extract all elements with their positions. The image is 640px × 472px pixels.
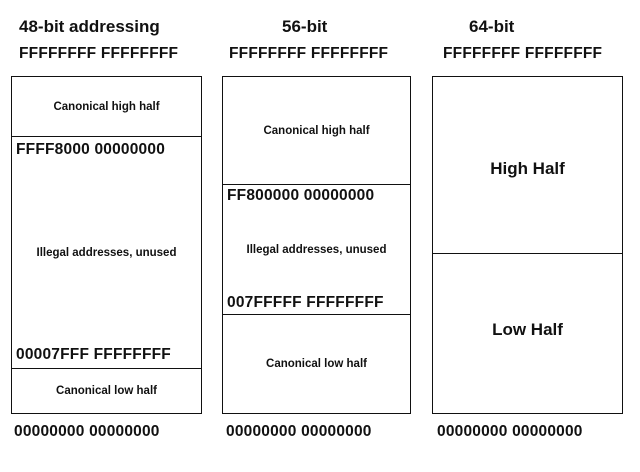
address-space-56bit: Canonical high half FF800000 00000000 Il… bbox=[222, 76, 411, 414]
region-label: Canonical high half bbox=[53, 100, 160, 113]
region-label: Illegal addresses, unused bbox=[246, 243, 387, 256]
bottom-address-64bit: 00000000 00000000 bbox=[437, 423, 583, 440]
region-canonical-high-48bit: Canonical high half bbox=[12, 77, 201, 136]
boundary-address-high-56bit: FF800000 00000000 bbox=[227, 187, 375, 204]
top-address-64bit: FFFFFFFF FFFFFFFF bbox=[443, 45, 603, 62]
region-label: Canonical low half bbox=[266, 357, 367, 370]
region-label: High Half bbox=[490, 159, 565, 178]
region-canonical-low-48bit: Canonical low half bbox=[12, 368, 201, 412]
bottom-address-56bit: 00000000 00000000 bbox=[226, 423, 372, 440]
region-label: Illegal addresses, unused bbox=[36, 246, 177, 259]
column-title-64bit: 64-bit bbox=[469, 17, 515, 36]
region-canonical-high-56bit: Canonical high half bbox=[223, 77, 410, 184]
region-label: Low Half bbox=[492, 320, 563, 339]
boundary-address-low-56bit: 007FFFFF FFFFFFFF bbox=[227, 294, 384, 311]
top-address-48bit: FFFFFFFF FFFFFFFF bbox=[19, 45, 179, 62]
region-label: Canonical low half bbox=[56, 384, 157, 397]
region-illegal-56bit: FF800000 00000000 Illegal addresses, unu… bbox=[223, 184, 410, 314]
boundary-address-low-48bit: 00007FFF FFFFFFFF bbox=[16, 346, 171, 363]
column-title-48bit: 48-bit addressing bbox=[19, 17, 160, 36]
address-space-64bit: High Half Low Half bbox=[432, 76, 623, 414]
top-address-56bit: FFFFFFFF FFFFFFFF bbox=[229, 45, 389, 62]
region-illegal-48bit: FFFF8000 00000000 Illegal addresses, unu… bbox=[12, 136, 201, 368]
bottom-address-48bit: 00000000 00000000 bbox=[14, 423, 160, 440]
column-title-56bit: 56-bit bbox=[282, 17, 328, 36]
region-label: Canonical high half bbox=[263, 124, 370, 137]
address-space-48bit: Canonical high half FFFF8000 00000000 Il… bbox=[11, 76, 202, 414]
region-low-half-64bit: Low Half bbox=[433, 253, 622, 412]
boundary-address-high-48bit: FFFF8000 00000000 bbox=[16, 141, 166, 158]
region-canonical-low-56bit: Canonical low half bbox=[223, 314, 410, 412]
region-high-half-64bit: High Half bbox=[433, 77, 622, 253]
